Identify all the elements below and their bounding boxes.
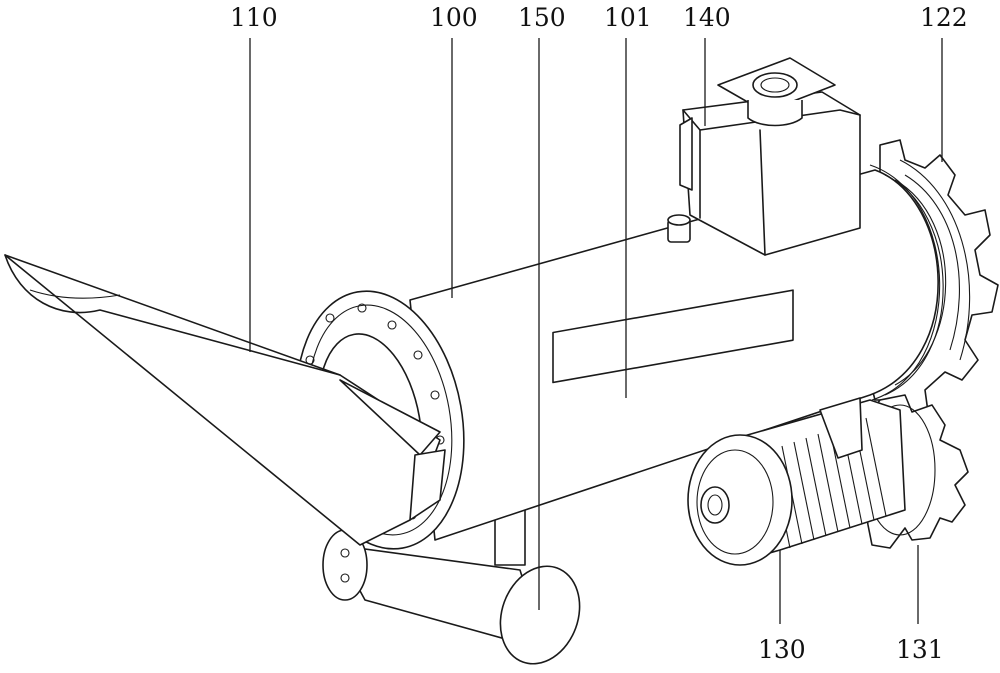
top-housing xyxy=(679,57,861,256)
label-122: 122 xyxy=(920,3,968,32)
leader-lines xyxy=(249,38,943,624)
label-100: 100 xyxy=(430,3,478,32)
feed-chute xyxy=(4,254,446,546)
lower-pipe xyxy=(322,529,581,665)
label-150: 150 xyxy=(518,3,566,32)
label-101: 101 xyxy=(604,3,652,32)
label-130: 130 xyxy=(758,635,806,664)
drive-motor xyxy=(687,397,906,566)
label-131: 131 xyxy=(896,635,944,664)
label-110: 110 xyxy=(230,3,278,32)
nameplate xyxy=(552,289,794,384)
label-140: 140 xyxy=(683,3,731,32)
